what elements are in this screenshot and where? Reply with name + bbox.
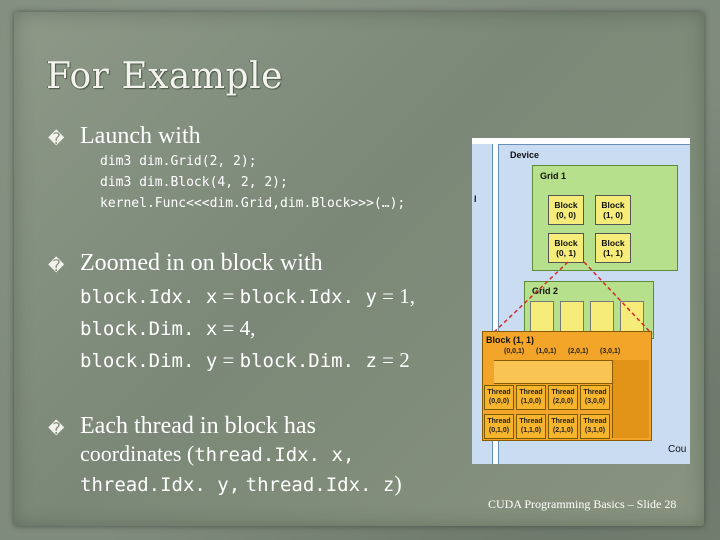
device-label: Device: [510, 150, 540, 160]
zoom-line-left: [491, 261, 569, 335]
bullet-icon: �: [48, 256, 65, 275]
thread-coords-line2: thread.Idx. y, thread.Idx. z): [80, 471, 402, 496]
thread-1-0-0: Thread(1,0,0): [516, 385, 546, 410]
cut-left-label: l: [474, 194, 477, 204]
blockdim-x-line: block.Dim. x = 4,: [80, 316, 256, 340]
top-thread-label: (1,0,1): [536, 348, 557, 355]
bullet-zoomed-text: Zoomed in on block with: [80, 250, 323, 276]
bullet-icon: �: [48, 129, 65, 148]
cuda-grid-diagram: l Device Grid 1 Block(0, 0) Block(1, 0) …: [472, 138, 690, 464]
thread-0-0-0: Thread(0,0,0): [484, 385, 514, 410]
thread-3-0-0: Thread(3,0,0): [580, 385, 610, 410]
top-thread-label: (0,0,1): [504, 348, 525, 355]
zoom-lines: [491, 261, 653, 335]
thread-1-1-0: Thread(1,1,0): [516, 414, 546, 439]
grid2-block: [590, 301, 614, 335]
thread-coords-line1: coordinates (thread.Idx. x,: [80, 441, 355, 466]
bullet-icon: �: [48, 419, 65, 438]
top-thread-label: (3,0,1): [600, 348, 621, 355]
grid1-label: Grid 1: [540, 171, 567, 181]
code-line-dimgrid: dim3 dim.Grid(2, 2);: [100, 154, 257, 169]
slide-footer: CUDA Programming Basics – Slide 28: [488, 497, 677, 511]
block-1-1-label: Block (1, 1): [486, 335, 535, 345]
code-line-dimblock: dim3 dim.Block(4, 2, 2);: [100, 175, 288, 190]
grid2-block: [530, 301, 554, 335]
grid1-block-1-0: Block(1, 0): [595, 195, 631, 225]
grid1-block-0-0: Block(0, 0): [548, 195, 584, 225]
blockidx-line: block.Idx. x = block.Idx. y = 1,: [80, 284, 415, 308]
cube-side-face: [612, 360, 649, 438]
thread-3-1-0: Thread(3,1,0): [580, 414, 610, 439]
bullet-launch-text: Launch with: [80, 123, 201, 149]
bullet-thread-text: Each thread in block has: [80, 413, 316, 439]
thread-2-0-0: Thread(2,0,0): [548, 385, 578, 410]
grid2-label: Grid 2: [532, 286, 559, 296]
zoom-line-right: [583, 261, 653, 335]
thread-0-1-0: Thread(0,1,0): [484, 414, 514, 439]
cut-right-label: Cou: [668, 444, 687, 455]
code-line-kernel-launch: kernel.Func<<<dim.Grid,dim.Block>>>(…);: [100, 196, 406, 211]
grid1-block-0-1: Block(0, 1): [548, 233, 584, 263]
top-thread-label: (2,0,1): [568, 348, 589, 355]
thread-2-1-0: Thread(2,1,0): [548, 414, 578, 439]
grid1-block-1-1: Block(1, 1): [595, 233, 631, 263]
slide-title: For Example: [46, 56, 283, 97]
blockdim-yz-line: block.Dim. y = block.Dim. z = 2: [80, 348, 410, 372]
